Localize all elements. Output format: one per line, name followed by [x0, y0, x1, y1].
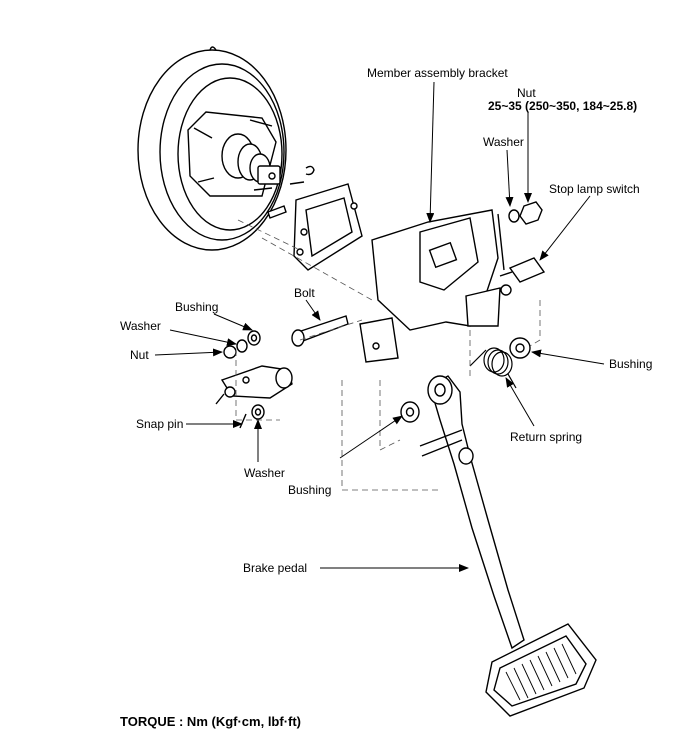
label-bushing-center: Bushing [288, 483, 332, 497]
label-return-spring: Return spring [510, 430, 583, 444]
label-washer-bottom: Washer [244, 466, 285, 480]
center-bushing-part [400, 401, 420, 423]
label-bushing-right: Bushing [609, 357, 653, 371]
label-brake-pedal: Brake pedal [243, 561, 308, 575]
return-spring-part [469, 347, 517, 389]
pushrod-lever-group [215, 330, 293, 429]
brake-pedal-part [419, 375, 597, 717]
label-nut-left: Nut [130, 348, 149, 362]
bolt [291, 315, 349, 347]
label-nut-title: Nut [517, 86, 536, 100]
label-stop-lamp-switch: Stop lamp switch [549, 182, 640, 196]
torque-note: TORQUE : Nm (Kgf·cm, lbf·ft) [120, 714, 302, 729]
label-member-assembly-bracket: Member assembly bracket [367, 66, 508, 80]
label-washer-left: Washer [120, 319, 161, 333]
brake-booster [137, 46, 315, 251]
label-snap-pin: Snap pin [136, 417, 184, 431]
gasket [293, 183, 363, 271]
label-bolt: Bolt [294, 286, 315, 300]
right-bushing-part [509, 337, 531, 359]
stop-lamp-switch-group [499, 201, 546, 296]
label-nut-torque: 25~35 (250~350, 184~25.8) [488, 99, 638, 113]
leader-lines [154, 81, 605, 572]
label-bushing-left: Bushing [175, 300, 219, 314]
label-washer-top: Washer [483, 135, 524, 149]
member-assembly-bracket [359, 209, 505, 363]
